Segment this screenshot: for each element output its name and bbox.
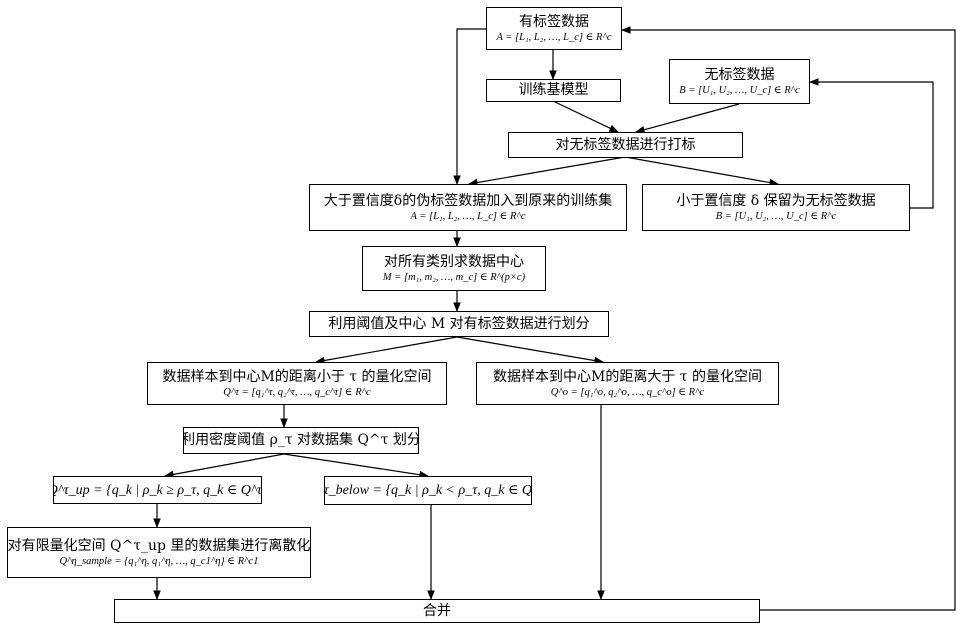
unlabeled-data-box: 无标签数据 B = [U₁, U₂, …, U_c] ∈ R^c (669, 59, 810, 104)
q-below-box: Q^τ_below = {q_k | ρ_k < ρ_τ, q_k ∈ Q^τ} (324, 476, 532, 505)
below-confidence-formula: B = [U₁, U₂, …, U_c] ∈ R^c (716, 210, 837, 223)
arrow-merge-loop (622, 30, 955, 610)
merge-box: 合并 (114, 599, 760, 623)
labeled-data-title: 有标签数据 (519, 14, 589, 31)
arrow-density-to-up (165, 454, 284, 476)
discretize-title: 对有限量化空间 Q^τ_up 里的数据集进行离散化 (8, 538, 311, 555)
train-base-model-label: 训练基模型 (519, 82, 589, 99)
labeling-label: 对无标签数据进行打标 (556, 137, 696, 154)
distance-greater-box: 数据样本到中心M的距离大于 τ 的量化空间 Q^o = [q₁^o, q₂^o,… (476, 362, 779, 405)
distance-less-formula: Q^τ = [q₁^τ, q₂^τ, …, q_c^τ] ∈ R^c (223, 386, 370, 399)
arrow-density-to-below (284, 454, 428, 476)
above-confidence-box: 大于置信度δ的伪标签数据加入到原来的训练集 A = [L₁, L₂, …, L_… (309, 184, 627, 231)
above-confidence-title: 大于置信度δ的伪标签数据加入到原来的训练集 (324, 193, 612, 210)
distance-less-box: 数据样本到中心M的距离小于 τ 的量化空间 Q^τ = [q₁^τ, q₂^τ,… (147, 362, 447, 405)
distance-greater-formula: Q^o = [q₁^o, q₂^o, …, q_c^o] ∈ R^c (551, 386, 704, 399)
distance-greater-title: 数据样本到中心M的距离大于 τ 的量化空间 (493, 369, 762, 386)
arrow-labeling-to-below-conf (625, 157, 778, 184)
q-below-formula: Q^τ_below = {q_k | ρ_k < ρ_τ, q_k ∈ Q^τ} (324, 482, 532, 499)
unlabeled-data-title: 无标签数据 (705, 67, 775, 84)
partition-label: 利用阈值及中心 M 对有标签数据进行划分 (328, 316, 589, 333)
arrow-unlabeled-to-labeling (636, 104, 739, 132)
arrow-partition-to-greater (457, 337, 603, 362)
arrow-partition-to-less (316, 337, 457, 362)
discretize-box: 对有限量化空间 Q^τ_up 里的数据集进行离散化 Q^η_sample = {… (7, 527, 311, 578)
below-confidence-box: 小于置信度 δ 保留为无标签数据 B = [U₁, U₂, …, U_c] ∈ … (642, 184, 910, 231)
labeled-data-formula: A = [L₁, L₂, …, L_c] ∈ R^c (496, 31, 611, 44)
arrow-labeling-to-above-conf (469, 157, 625, 184)
class-centers-box: 对所有类别求数据中心 M = [m₁, m₂, …, m_c] ∈ R^(p×c… (362, 246, 546, 291)
density-threshold-label: 利用密度阈值 ρ_τ 对数据集 Q^τ 划分 (183, 432, 419, 449)
unlabeled-data-formula: B = [U₁, U₂, …, U_c] ∈ R^c (679, 84, 800, 97)
q-up-box: Q^τ_up = {q_k | ρ_k ≥ ρ_τ, q_k ∈ Q^τ} (53, 476, 262, 504)
class-centers-title: 对所有类别求数据中心 (384, 254, 524, 271)
discretize-formula: Q^η_sample = {q₁^η, q₁^η, …, q_c1^η} ∈ R… (60, 555, 259, 568)
labeling-box: 对无标签数据进行打标 (508, 132, 743, 158)
distance-less-title: 数据样本到中心M的距离小于 τ 的量化空间 (163, 369, 432, 386)
arrow-labeled-to-above-conf (457, 29, 486, 184)
partition-box: 利用阈值及中心 M 对有标签数据进行划分 (309, 311, 609, 337)
class-centers-formula: M = [m₁, m₂, …, m_c] ∈ R^(p×c) (383, 271, 525, 284)
below-confidence-title: 小于置信度 δ 保留为无标签数据 (676, 193, 875, 210)
above-confidence-formula: A = [L₁, L₂, …, L_c] ∈ R^c (410, 210, 525, 223)
labeled-data-box: 有标签数据 A = [L₁, L₂, …, L_c] ∈ R^c (486, 7, 622, 50)
q-up-formula: Q^τ_up = {q_k | ρ_k ≥ ρ_τ, q_k ∈ Q^τ} (53, 482, 262, 499)
density-threshold-box: 利用密度阈值 ρ_τ 对数据集 Q^τ 划分 (183, 427, 419, 454)
train-base-model-box: 训练基模型 (486, 79, 621, 102)
merge-label: 合并 (423, 603, 451, 620)
arrow-train-to-labeling (553, 101, 618, 132)
